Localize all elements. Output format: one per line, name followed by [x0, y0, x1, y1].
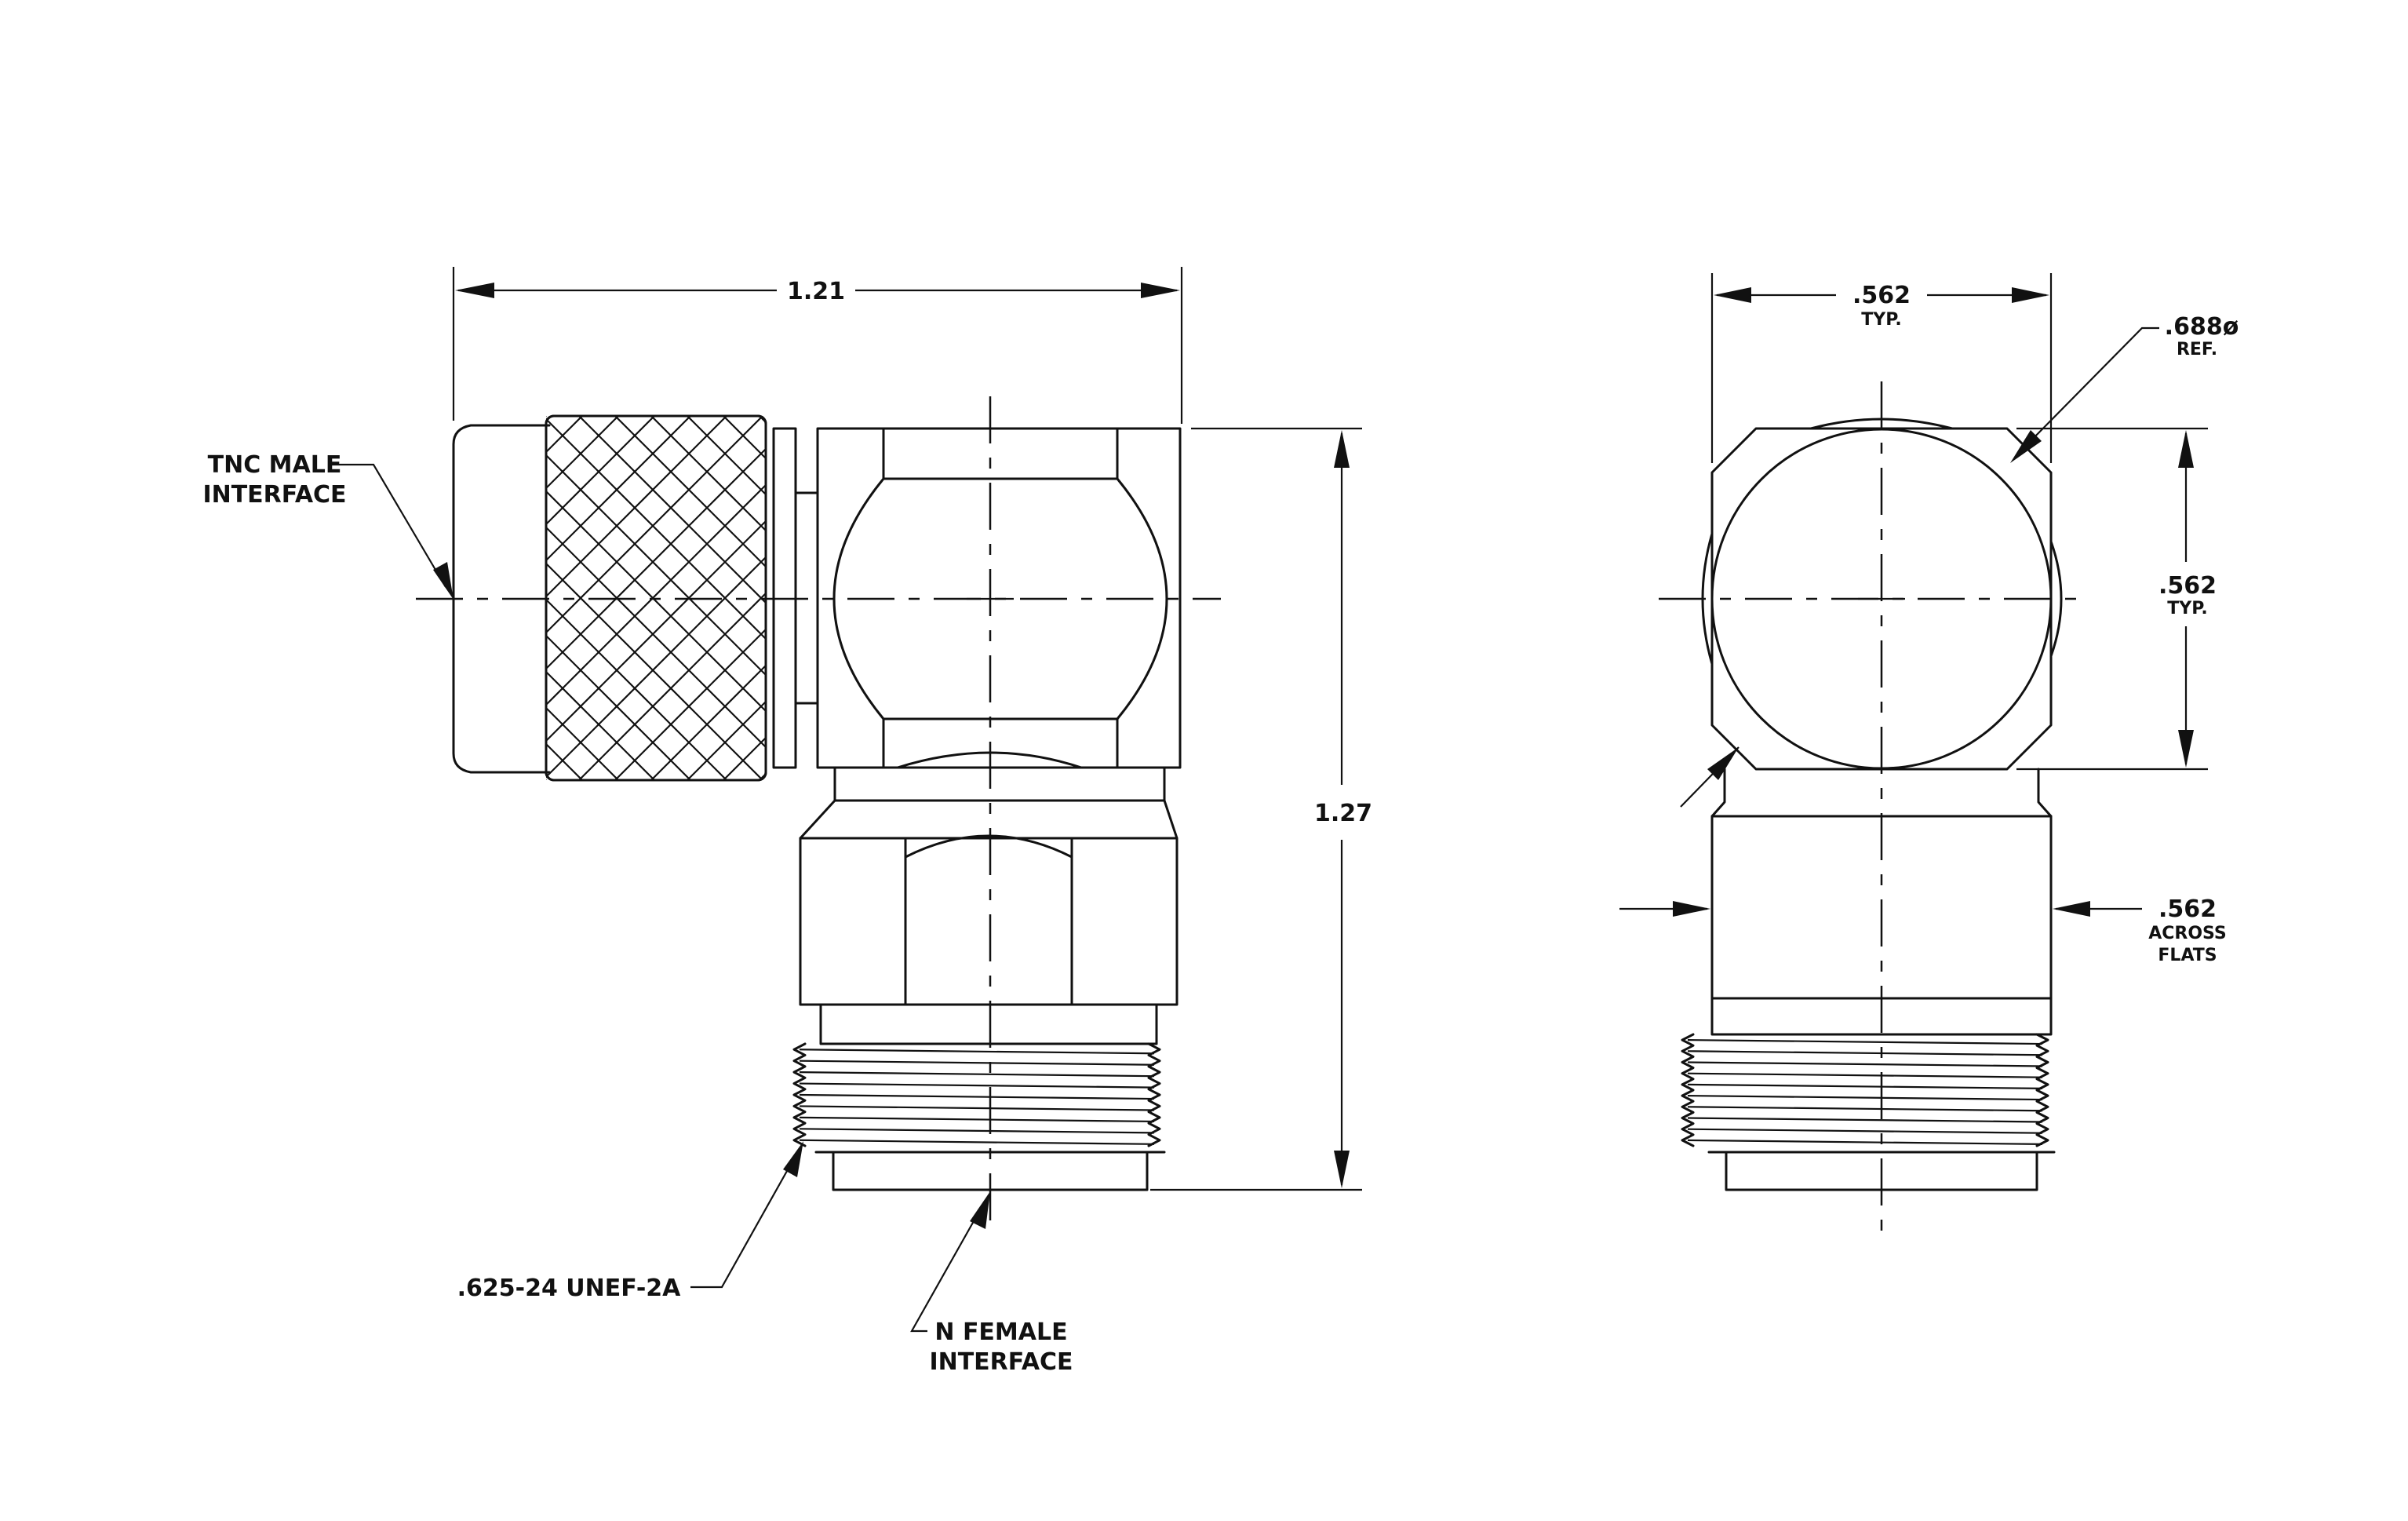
tnc-male-callout: TNC MALE INTERFACE — [202, 451, 454, 600]
n-female-callout: N FEMALE INTERFACE — [910, 1191, 1073, 1376]
tnc-label-line2: INTERFACE — [202, 481, 346, 509]
thread — [792, 1042, 1161, 1147]
knurled-coupling-nut — [545, 414, 767, 782]
dimension-overall-height: 1.27 — [1150, 427, 1372, 1191]
thread-label: .625-24 UNEF-2A — [457, 1275, 682, 1302]
dimension-overall-length-label: 1.21 — [787, 278, 845, 305]
dimension-body-height-label: .562 — [2158, 572, 2217, 600]
relief-ring — [819, 1003, 1158, 1045]
dimension-hex-flats: .562 ACROSS FLATS — [1619, 895, 2227, 965]
side-view: 1.21 1.27 TNC MALE INTERFACE .625-24 UNE… — [202, 267, 1372, 1376]
dimension-overall-length: 1.21 — [452, 267, 1183, 424]
n-label-line1: N FEMALE — [934, 1319, 1067, 1346]
dimension-body-width: .562 TYP. — [1710, 273, 2053, 463]
dimension-hex-note-line2: FLATS — [2158, 946, 2217, 965]
elbow-body — [816, 427, 1182, 769]
dimension-hex-note-line1: ACROSS — [2148, 924, 2227, 943]
dimension-body-width-label: .562 — [1852, 282, 1911, 309]
dimension-body-width-note: TYP. — [1861, 310, 1901, 330]
n-label-line2: INTERFACE — [929, 1348, 1073, 1376]
hex-nut — [799, 834, 1178, 1006]
end-view: .562 TYP. .688ø REF. .562 TYP. — [1619, 273, 2239, 1231]
thread-callout: .625-24 UNEF-2A — [457, 1141, 803, 1302]
dimension-hex-flats-label: .562 — [2158, 895, 2217, 923]
dimension-diameter-note: REF. — [2177, 340, 2217, 359]
dimension-body-height-note: TYP. — [2167, 599, 2207, 618]
dimension-diameter-label: .688ø — [2165, 313, 2239, 341]
tnc-label-line1: TNC MALE — [208, 451, 342, 479]
end-view-octagon — [1710, 427, 2053, 771]
end-view-thread — [1681, 1033, 2049, 1147]
dimension-body-height: .562 TYP. — [2016, 427, 2217, 771]
dimension-diameter: .688ø REF. — [1680, 313, 2239, 808]
dimension-overall-height-label: 1.27 — [1314, 800, 1372, 827]
neck — [799, 751, 1178, 840]
